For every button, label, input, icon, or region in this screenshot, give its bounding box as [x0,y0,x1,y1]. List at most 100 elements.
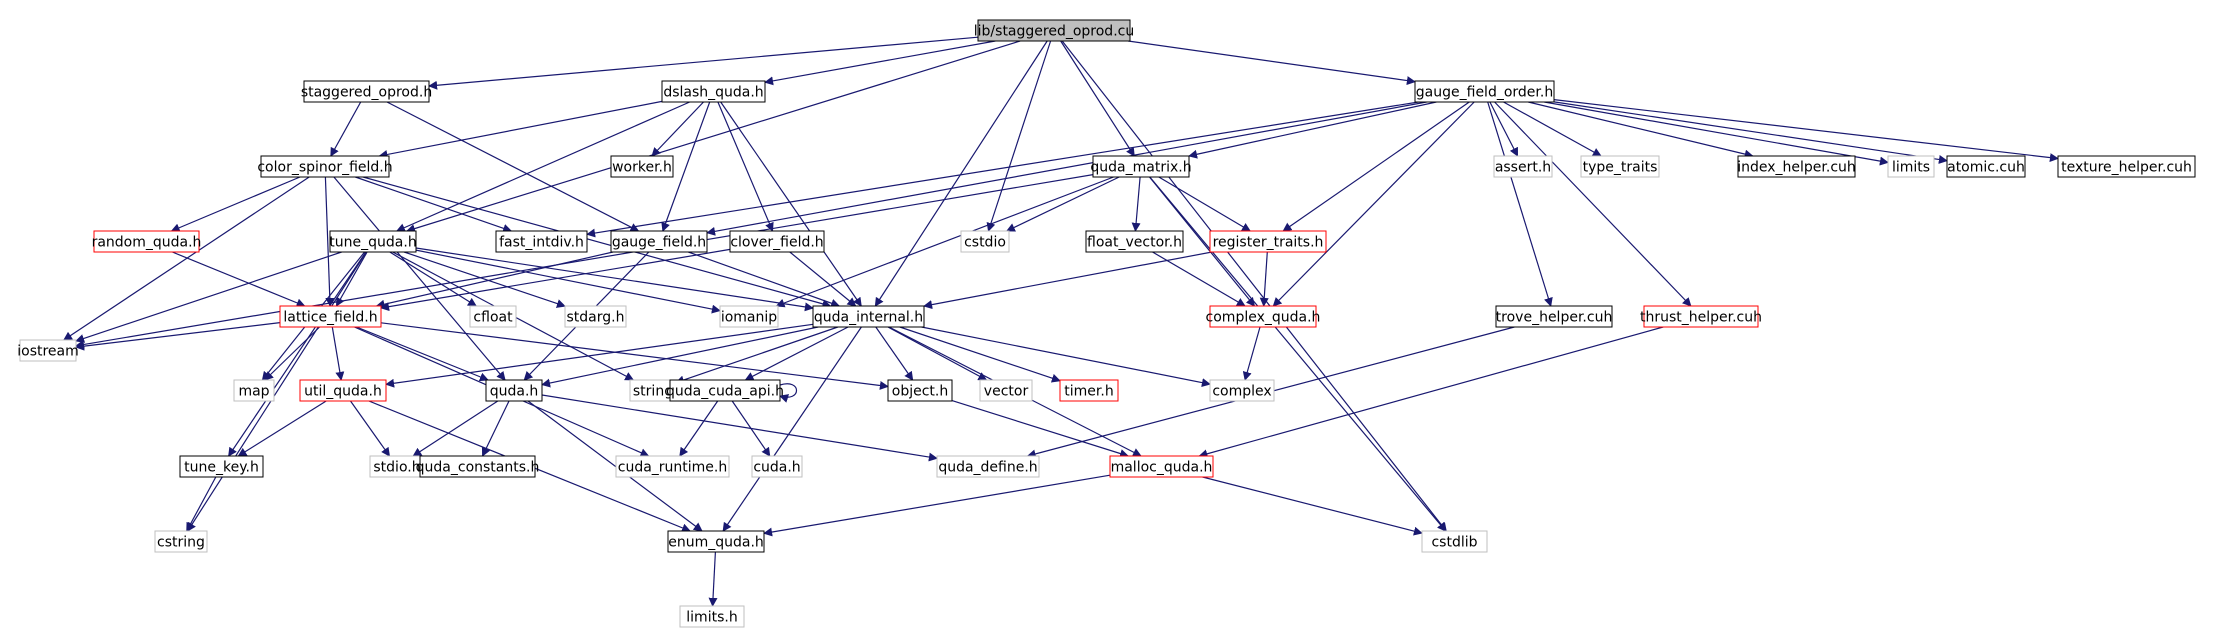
node-quda-cuda-api-h[interactable]: quda_cuda_api.h [666,379,784,402]
edge-lattice_field_h-to-quda_h [356,326,489,382]
edge-lattice_field_h-to-map [264,326,321,381]
node-malloc-quda-h[interactable]: malloc_quda.h [1109,455,1214,478]
node-label: texture_helper.cuh [2061,160,2192,176]
node-label: quda.h [490,384,539,400]
edge-line [375,251,614,309]
node-root[interactable]: lib/staggered_oprod.cu [974,19,1134,42]
node-complex: complex [1209,379,1275,402]
node-quda-constants-h[interactable]: quda_constants.h [416,455,540,478]
edge-line [1188,101,1437,159]
edge-color_spinor_field_h-to-quda_internal_h [362,176,832,309]
edge-float_vector_h-to-complex_quda_h [1152,251,1246,307]
edge-line [720,101,862,307]
node-staggered-oprod-h[interactable]: staggered_oprod.h [301,80,432,103]
node-tune-key-h[interactable]: tune_key.h [179,455,264,478]
edge-gauge_field_order_h-to-gauge_field_h [706,101,1427,236]
node-clover-field-h[interactable]: clover_field.h [729,230,825,253]
edge-gauge_field_order_h-to-trove_helper_cuh [1487,101,1553,307]
node-random-quda-h[interactable]: random_quda.h [92,230,202,253]
edge-line [586,101,1419,238]
node-box [751,455,803,478]
node-float-vector-h[interactable]: float_vector.h [1085,230,1184,253]
edge-quda_internal_h-to-vector [887,326,988,381]
edge-malloc_quda_h-to-enum_quda_h [763,474,1111,537]
node-trove-helper-cuh[interactable]: trove_helper.cuh [1495,305,1613,328]
node-stdarg-h: stdarg.h [564,305,627,328]
edge-tune_quda_h-to-lattice_field_h [335,251,368,307]
edge-line [63,176,310,341]
node-quda-h[interactable]: quda.h [485,379,543,402]
node-color-spinor-field-h[interactable]: color_spinor_field.h [257,155,393,178]
edge-quda_internal_h-to-complex [921,326,1211,388]
edge-tune_quda_h-to-quda_internal_h [415,247,814,312]
node-fast-intdiv-h[interactable]: fast_intdiv.h [495,230,588,253]
node-texture-helper-cuh[interactable]: texture_helper.cuh [2057,155,2196,178]
node-label: object.h [892,384,948,400]
edge-staggered_oprod_h-to-gauge_field_h [386,101,640,232]
edge-line [324,176,335,307]
node-box [1109,455,1214,478]
node-box [303,80,430,103]
node-atomic-cuh[interactable]: atomic.cuh [1946,155,2026,178]
node-label: cstdlib [1431,535,1477,551]
node-label: quda_internal.h [814,310,923,326]
node-worker-h[interactable]: worker.h [610,155,674,178]
node-label: map [238,384,269,400]
edge-line [481,400,510,457]
node-gauge-field-order-h[interactable]: gauge_field_order.h [1414,80,1555,103]
node-thrust-helper-cuh[interactable]: thrust_helper.cuh [1640,305,1762,328]
node-timer-h[interactable]: timer.h [1059,379,1119,402]
node-register-traits-h[interactable]: register_traits.h [1209,230,1327,253]
edge-line [789,251,857,307]
edge-enum_quda_h-to-limits_h [708,551,718,607]
node-gauge-field-h[interactable]: gauge_field.h [610,230,708,253]
edge-line [731,400,771,457]
node-quda-matrix-h[interactable]: quda_matrix.h [1090,155,1192,178]
node-box [419,455,536,478]
node-lattice-field-h[interactable]: lattice_field.h [279,305,382,328]
node-label: cfloat [473,310,513,326]
edge-quda_internal_h-to-string [675,326,839,385]
node-util-quda-h[interactable]: util_quda.h [299,379,387,402]
edge-register_traits_h-to-quda_internal_h [923,251,1213,310]
node-label: iostream [17,344,79,360]
node-box [1737,155,1856,178]
edge-line [403,251,566,308]
node-box [610,230,708,253]
node-dslash-quda-h[interactable]: dslash_quda.h [661,80,766,103]
node-box [19,339,77,362]
node-label: index_helper.cuh [1737,160,1856,176]
edge-line [380,322,889,390]
node-label: staggered_oprod.h [301,85,432,101]
node-label: limits [1892,160,1930,176]
node-box [1414,80,1555,103]
edge-tune_key_h-to-cstring [186,476,217,532]
edge-line [378,100,663,159]
node-label: enum_quda.h [668,535,764,551]
edge-malloc_quda_h-to-cstdlib [1202,476,1423,536]
edges [63,36,2059,607]
edge-line [428,36,979,90]
edge-line [661,101,711,232]
edge-line [264,326,321,381]
edge-line [350,400,391,457]
edge-line [1494,101,1692,307]
node-object-h[interactable]: object.h [887,379,953,402]
edge-gauge_field_h-to-lattice_field_h [375,251,614,309]
node-label: gauge_field_order.h [1416,85,1553,101]
edge-line [1528,101,1754,159]
edge-complex_quda_h-to-complex [1242,326,1261,381]
node-label: cstdio [964,235,1006,251]
node-label: lib/staggered_oprod.cu [974,24,1134,40]
node-label: limits.h [686,610,737,626]
node-tune-quda-h[interactable]: tune_quda.h [329,230,417,253]
node-index-helper-cuh[interactable]: index_helper.cuh [1737,155,1856,178]
node-complex-quda-h[interactable]: complex_quda.h [1206,305,1321,328]
node-label: trove_helper.cuh [1496,310,1613,326]
edge-line [1060,40,1135,157]
edge-tune_quda_h-to-cfloat [389,251,477,307]
node-box [564,305,627,328]
node-quda-internal-h[interactable]: quda_internal.h [812,305,925,328]
node-enum-quda-h[interactable]: enum_quda.h [667,530,765,553]
edge-line [986,40,1052,232]
